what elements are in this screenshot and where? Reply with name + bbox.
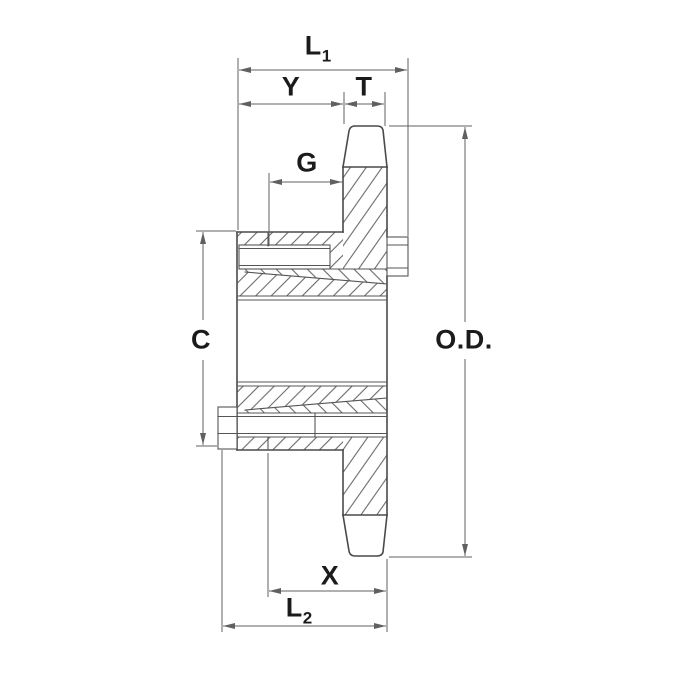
section-hatching bbox=[237, 167, 387, 515]
hatch-plate-lower bbox=[343, 437, 387, 515]
dim-label-l1: L1 bbox=[304, 30, 331, 65]
dim-label-l1-main: L bbox=[304, 30, 322, 61]
dim-label-c-main: C bbox=[191, 324, 211, 355]
bottom-bolt-outline bbox=[236, 412, 388, 438]
dim-label-l1-sub: 1 bbox=[321, 46, 332, 66]
dim-label-x-main: X bbox=[320, 560, 340, 591]
dim-label-l2: L2 bbox=[285, 592, 312, 627]
taper-line-lower bbox=[244, 397, 388, 411]
hatch-hub-top-band bbox=[237, 232, 343, 246]
bottom-tooth-profile bbox=[342, 514, 388, 557]
dim-label-od-main: O.D. bbox=[435, 324, 493, 355]
bore-top-edge bbox=[236, 295, 388, 301]
hatch-hub-bottom-band bbox=[237, 437, 343, 450]
dimension-lines bbox=[196, 58, 472, 632]
dim-label-c: C bbox=[191, 324, 211, 355]
hatch-taper-bottom-a bbox=[237, 386, 387, 410]
dim-label-od: O.D. bbox=[435, 324, 493, 355]
hatch-taper-top-b bbox=[237, 272, 387, 296]
dim-label-g-main: G bbox=[296, 147, 318, 178]
nut-facet-lines bbox=[386, 244, 409, 269]
bore-bottom-edge bbox=[236, 381, 388, 387]
nut-block bbox=[386, 236, 409, 277]
hatch-taper-bottom-b bbox=[237, 398, 387, 413]
top-tooth-profile bbox=[342, 125, 388, 168]
bolt-head-facets bbox=[217, 415, 238, 435]
hatch-plate-upper bbox=[343, 167, 387, 269]
hatch-taper-top-a bbox=[237, 269, 387, 284]
dim-label-x: X bbox=[320, 560, 340, 591]
dim-label-t-main: T bbox=[355, 71, 373, 102]
top-bolt-inner-lines bbox=[238, 247, 331, 267]
hatch-hub-top-right bbox=[330, 246, 343, 269]
taper-line-upper bbox=[244, 271, 388, 285]
dim-label-l2-main: L bbox=[285, 592, 303, 623]
dim-label-y-main: Y bbox=[281, 71, 301, 102]
bottom-bolt-inner-lines bbox=[217, 415, 388, 435]
dim-label-l2-sub: 2 bbox=[302, 608, 313, 628]
internal-lines bbox=[217, 231, 409, 451]
dim-label-t: T bbox=[355, 71, 373, 102]
dim-label-y: Y bbox=[281, 71, 301, 102]
bolt-head bbox=[217, 406, 238, 450]
dim-label-g: G bbox=[296, 147, 318, 178]
